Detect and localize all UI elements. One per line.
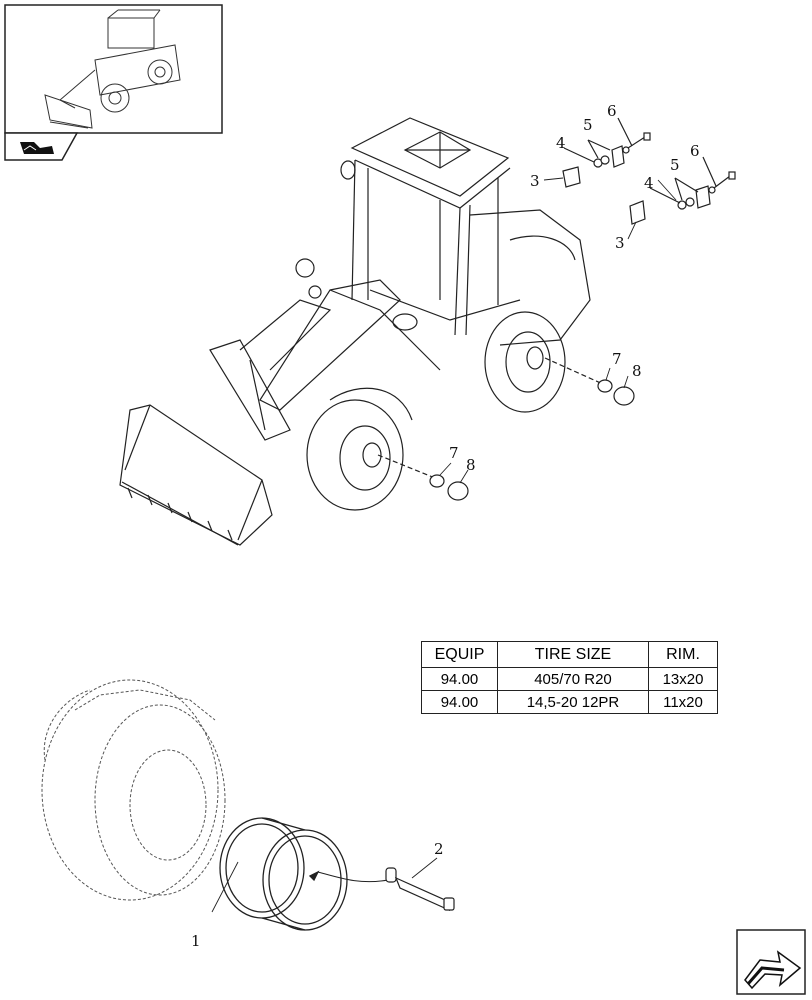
hub-cap-rear <box>597 379 635 406</box>
arrow-icon <box>20 142 54 154</box>
tire-spec-table: EQUIP TIRE SIZE RIM. 94.00 405/70 R20 13… <box>421 641 718 714</box>
callout-4-lower: 4 <box>644 174 654 192</box>
tire-ghost <box>41 679 226 901</box>
callout-8-front: 8 <box>466 456 476 474</box>
hub-cap-front <box>429 474 469 501</box>
rim <box>219 817 389 931</box>
table-cell: 13x20 <box>648 667 718 691</box>
mirror-mount-hardware-lower <box>629 156 736 225</box>
callout-4-upper: 4 <box>556 134 566 152</box>
table-cell: 405/70 R20 <box>497 667 649 691</box>
table-header-row: EQUIP TIRE SIZE RIM. <box>421 641 718 668</box>
table-cell: 94.00 <box>421 690 498 714</box>
callout-8-rear: 8 <box>632 362 642 380</box>
mirror-mount-hardware-upper <box>562 117 651 188</box>
thumbnail-tab <box>4 132 79 161</box>
valve-stem <box>385 867 455 912</box>
table-cell: 94.00 <box>421 667 498 691</box>
header-equip: EQUIP <box>421 641 498 668</box>
thumbnail-loader-drawing <box>44 9 181 129</box>
callout-6-upper: 6 <box>607 102 617 120</box>
callout-6-lower: 6 <box>690 142 700 160</box>
table-row: 94.00 14,5-20 12PR 11x20 <box>421 690 718 714</box>
callout-7-front: 7 <box>449 444 459 462</box>
callout-1: 1 <box>191 932 201 950</box>
callout-5-lower: 5 <box>670 156 680 174</box>
callout-2: 2 <box>434 840 444 858</box>
callout-7-rear: 7 <box>612 350 622 368</box>
callout-3-upper: 3 <box>530 172 540 190</box>
table-cell: 11x20 <box>648 690 718 714</box>
next-page-button[interactable] <box>736 929 806 995</box>
bucket-teeth <box>127 487 233 541</box>
header-tire-size: TIRE SIZE <box>497 641 649 668</box>
callout-3-lower: 3 <box>615 234 625 252</box>
table-row: 94.00 405/70 R20 13x20 <box>421 667 718 691</box>
thumbnail-view <box>4 4 223 134</box>
leader-lines <box>211 177 677 913</box>
arrow-icon <box>744 950 802 990</box>
callout-5-upper: 5 <box>583 116 593 134</box>
header-rim: RIM. <box>648 641 718 668</box>
table-cell: 14,5-20 12PR <box>497 690 649 714</box>
wheel-loader-drawing <box>119 117 606 546</box>
